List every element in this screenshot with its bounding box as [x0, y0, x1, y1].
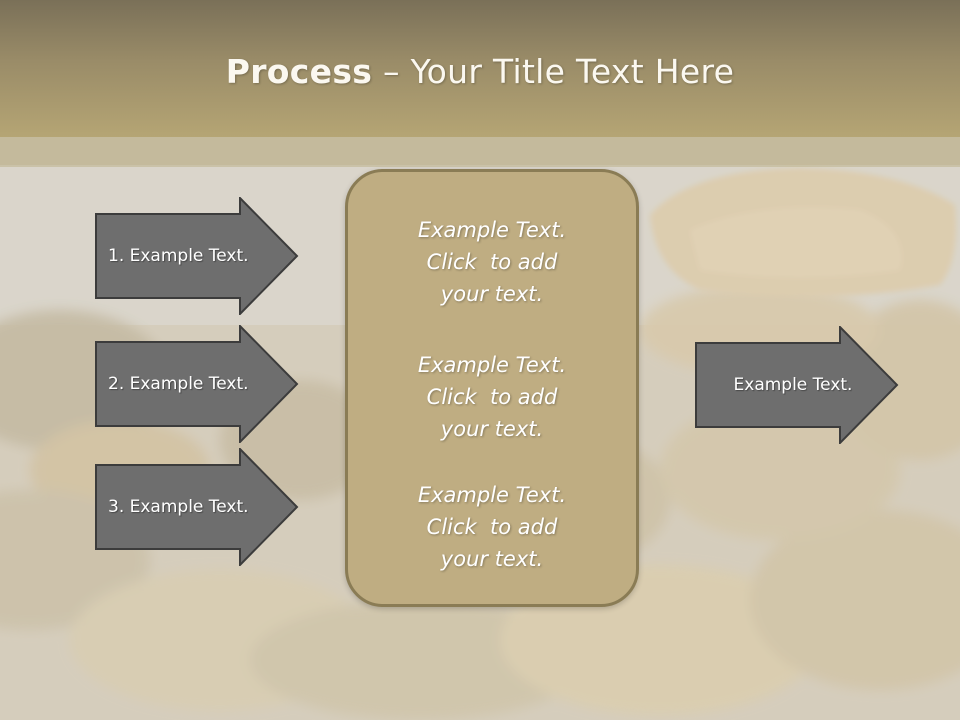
center-text-line: your text.: [440, 282, 544, 306]
arrow-right-icon: [695, 326, 899, 444]
center-text-block-2[interactable]: Example Text. Click to add your text.: [348, 349, 636, 445]
process-step-1-arrow[interactable]: 1. Example Text.: [95, 197, 299, 315]
title-bold: Process: [225, 52, 373, 91]
process-step-3-label: 3. Example Text.: [108, 497, 249, 517]
result-arrow-label: Example Text.: [733, 375, 853, 395]
center-text-box[interactable]: Example Text. Click to add your text. Ex…: [345, 169, 639, 607]
arrow-right-icon: [95, 325, 299, 443]
center-text-line: Click to add: [426, 515, 558, 539]
center-text-block-1[interactable]: Example Text. Click to add your text.: [348, 214, 636, 310]
process-step-2-arrow[interactable]: 2. Example Text.: [95, 325, 299, 443]
page-title: Process – Your Title Text Here: [0, 52, 960, 91]
center-text-line: your text.: [440, 547, 544, 571]
process-step-3-arrow[interactable]: 3. Example Text.: [95, 448, 299, 566]
title-rest: – Your Title Text Here: [372, 52, 735, 91]
center-text-line: Example Text.: [417, 483, 567, 507]
title-band: [0, 0, 960, 137]
center-text-line: Click to add: [426, 385, 558, 409]
process-step-2-label: 2. Example Text.: [108, 374, 249, 394]
center-text-line: Example Text.: [417, 353, 567, 377]
title-strip: [0, 137, 960, 167]
arrow-right-icon: [95, 197, 299, 315]
arrow-right-icon: [95, 448, 299, 566]
center-text-line: Click to add: [426, 250, 558, 274]
center-text-block-3[interactable]: Example Text. Click to add your text.: [348, 479, 636, 575]
center-text-line: Example Text.: [417, 218, 567, 242]
center-text-line: your text.: [440, 417, 544, 441]
result-arrow[interactable]: Example Text.: [695, 326, 899, 444]
process-step-1-label: 1. Example Text.: [108, 246, 249, 266]
